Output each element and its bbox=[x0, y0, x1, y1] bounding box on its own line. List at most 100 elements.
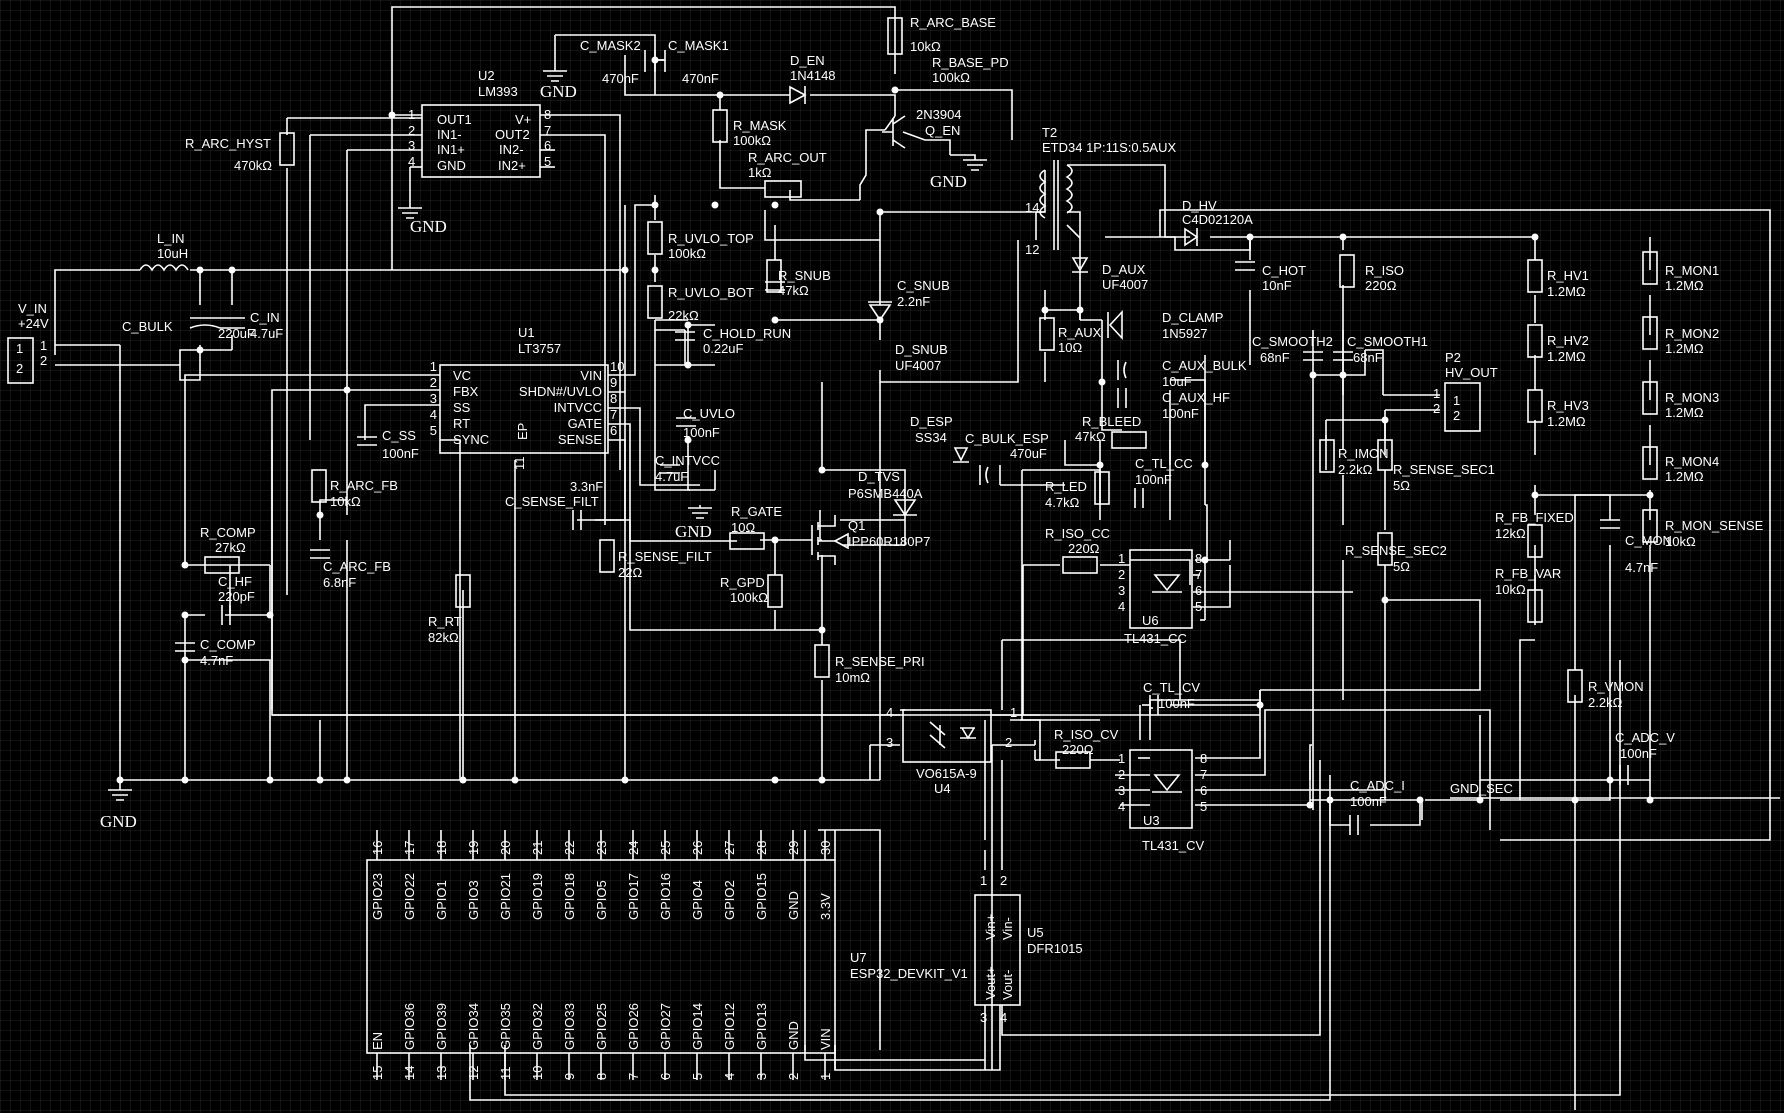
u3-part: TL431_CV bbox=[1142, 838, 1204, 853]
esp32-pin-14-name: GPIO36 bbox=[402, 1003, 417, 1050]
d-en-value: 1N4148 bbox=[790, 68, 836, 83]
c-uvlo-ref: C_UVLO bbox=[683, 406, 735, 421]
c-aux-hf-value: 100nF bbox=[1162, 406, 1199, 421]
r-iso-ref: R_ISO bbox=[1365, 263, 1404, 278]
resistor-r-arc-hyst bbox=[279, 132, 295, 166]
u1-ref: U1 bbox=[518, 325, 535, 340]
r-vmon-value: 2.2kΩ bbox=[1588, 695, 1623, 710]
esp32-pin-28-name: GPIO15 bbox=[754, 873, 769, 920]
u2-pin-7-name: OUT2 bbox=[495, 127, 530, 142]
r-imon-value: 2.2kΩ bbox=[1338, 462, 1373, 477]
p2-pin-1-num: 1 bbox=[1433, 386, 1440, 401]
d-esp-ref: D_ESP bbox=[910, 414, 953, 429]
u3-pin-8: 8 bbox=[1200, 751, 1207, 766]
c-aux-bulk-ref: C_AUX_BULK bbox=[1162, 358, 1247, 373]
p2-pin-1-label: 1 bbox=[1453, 393, 1460, 408]
u1-pin-1-num: 1 bbox=[430, 359, 437, 374]
esp32-pin-13-name: GPIO39 bbox=[434, 1003, 449, 1050]
esp32-pin-18-num: 18 bbox=[434, 841, 449, 855]
u3-pin-4: 4 bbox=[1118, 799, 1125, 814]
esp32-pin-15-name: EN bbox=[370, 1032, 385, 1050]
esp32-pin-27-num: 27 bbox=[722, 841, 737, 855]
u1-pin-9-num: 9 bbox=[610, 375, 617, 390]
r-bleed-ref: R_BLEED bbox=[1082, 414, 1141, 429]
resistor-r-mon4 bbox=[1642, 446, 1658, 480]
esp32-pin-30-name: 3.3V bbox=[818, 893, 833, 920]
u4-pin-3: 3 bbox=[886, 735, 893, 750]
capacitor-c-hold-run bbox=[675, 331, 695, 341]
gnd-label-cmask: GND bbox=[540, 82, 577, 101]
esp32-pin-1-name: VIN bbox=[818, 1028, 833, 1050]
u3-pin-3: 3 bbox=[1118, 783, 1125, 798]
capacitor-c-smooth1 bbox=[1333, 351, 1353, 361]
c-uvlo-value: 100nF bbox=[683, 425, 720, 440]
r-mon3-value: 1.2MΩ bbox=[1665, 405, 1704, 420]
u6-pin-2: 2 bbox=[1118, 567, 1125, 582]
u3-pin-7: 7 bbox=[1200, 767, 1207, 782]
r-uvlo-bot-value: 22kΩ bbox=[668, 308, 699, 323]
esp32-pin-15-num: 15 bbox=[370, 1066, 385, 1080]
esp32-pin-27-name: GPIO2 bbox=[722, 880, 737, 920]
r-mon2-value: 1.2MΩ bbox=[1665, 341, 1704, 356]
u1-pin-2-name: FBX bbox=[453, 384, 479, 399]
r-mask-value: 100kΩ bbox=[733, 133, 771, 148]
r-aux-value: 10Ω bbox=[1058, 340, 1082, 355]
capacitor-c-uvlo bbox=[676, 417, 696, 427]
v-in-pin-2-num: 2 bbox=[40, 353, 47, 368]
u1-pin-1-name: VC bbox=[453, 368, 471, 383]
c-bulk-esp-ref: C_BULK_ESP bbox=[965, 431, 1049, 446]
r-fb-fixed-ref: R_FB_FIXED bbox=[1495, 510, 1574, 525]
connector-v-in: 1 2 1 2 V_IN +24V bbox=[7, 301, 49, 384]
c-arc-fb-ref: C_ARC_FB bbox=[323, 559, 391, 574]
r-arc-hyst-value: 470kΩ bbox=[234, 158, 272, 173]
c-adc-v-ref: C_ADC_V bbox=[1615, 730, 1675, 745]
capacitor-c-comp bbox=[175, 642, 195, 652]
u5-pin-3-num: 3 bbox=[980, 1010, 987, 1025]
c-sense-filt-value: 3.3nF bbox=[570, 479, 603, 494]
r-arc-out-value: 1kΩ bbox=[748, 165, 772, 180]
capacitor-c-bulk-esp bbox=[979, 465, 989, 485]
d-clamp-value: 1N5927 bbox=[1162, 326, 1208, 341]
t2-pin-a: 14 bbox=[1025, 200, 1039, 215]
u2-pin-2-name: IN1- bbox=[437, 127, 462, 142]
c-adc-v-value: 100nF bbox=[1620, 746, 1657, 761]
u1-pin-8-name: INTVCC bbox=[554, 400, 602, 415]
esp32-pin-8-num: 8 bbox=[594, 1073, 609, 1080]
c-mask1-ref: C_MASK1 bbox=[668, 38, 729, 53]
u7-ref: U7 bbox=[850, 950, 867, 965]
capacitor-c-tl-cc bbox=[1134, 488, 1144, 508]
esp32-bottom-pins: 15EN14GPIO3613GPIO3912GPIO3411GPIO3510GP… bbox=[370, 1003, 833, 1080]
esp32-pin-19-num: 19 bbox=[466, 841, 481, 855]
q-en-ref: Q_EN bbox=[925, 123, 960, 138]
c-hf-ref: C_HF bbox=[218, 574, 252, 589]
capacitor-c-mask1 bbox=[655, 50, 666, 72]
esp32-pin-23-num: 23 bbox=[594, 841, 609, 855]
inductor-l-in bbox=[139, 264, 189, 272]
esp32-pin-22-name: GPIO18 bbox=[562, 873, 577, 920]
esp32-pin-5-name: GPIO14 bbox=[690, 1003, 705, 1050]
c-comp-value: 4.7nF bbox=[200, 653, 233, 668]
c-ss-ref: C_SS bbox=[382, 428, 416, 443]
esp32-pin-6-name: GPIO27 bbox=[658, 1003, 673, 1050]
u4-pin-2: 2 bbox=[1005, 735, 1012, 750]
r-arc-hyst-ref: R_ARC_HYST bbox=[185, 136, 271, 151]
q1-ref: Q1 bbox=[848, 518, 865, 533]
capacitor-c-hf bbox=[221, 605, 231, 625]
diodes bbox=[789, 85, 1199, 517]
r-led-value: 4.7kΩ bbox=[1045, 495, 1080, 510]
q1-part: IPP60R180P7 bbox=[848, 534, 930, 549]
u3-pin-6: 6 bbox=[1200, 783, 1207, 798]
u4-ref: U4 bbox=[934, 781, 951, 796]
u3-ref: U3 bbox=[1143, 813, 1160, 828]
c-intvcc-ref: C_INTVCC bbox=[655, 453, 720, 468]
c-snub-ref: C_SNUB bbox=[897, 278, 950, 293]
resistor-r-gate bbox=[729, 532, 765, 550]
capacitor-c-ss bbox=[357, 436, 377, 446]
r-hv1-value: 1.2MΩ bbox=[1547, 284, 1586, 299]
r-hv2-value: 1.2MΩ bbox=[1547, 349, 1586, 364]
d-esp-value: SS34 bbox=[915, 430, 947, 445]
r-iso-value: 220Ω bbox=[1365, 278, 1397, 293]
l-in-value: 10uH bbox=[157, 246, 188, 261]
resistor-r-uvlo-top bbox=[647, 221, 663, 255]
